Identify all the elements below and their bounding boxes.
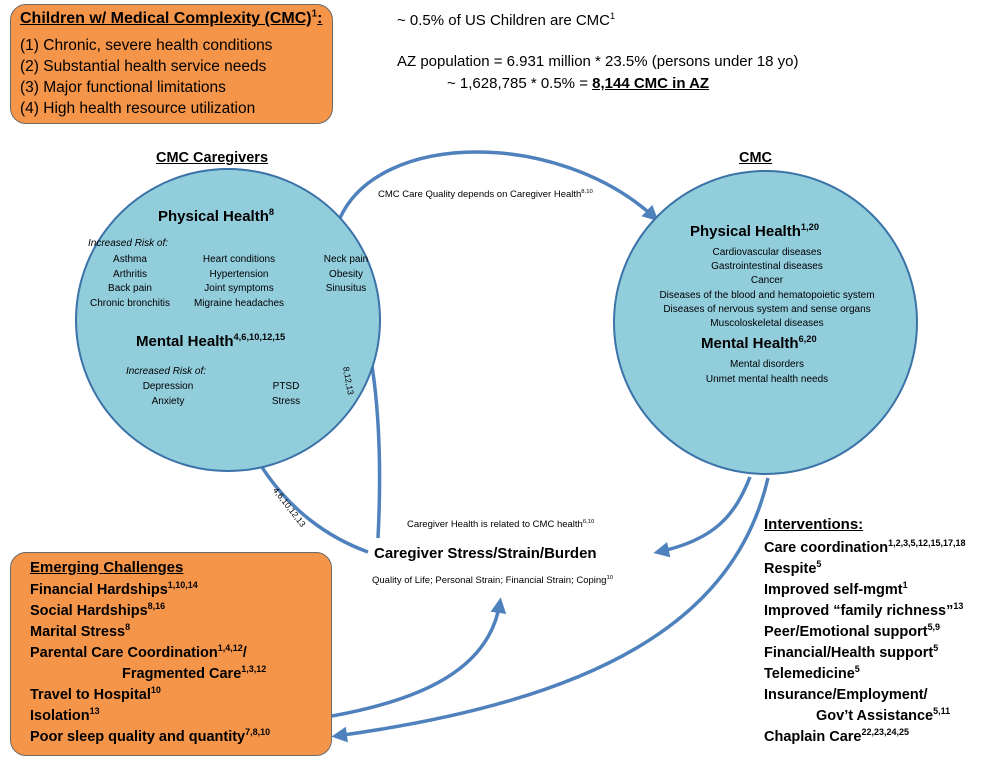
intervention-item: Peer/Emotional support5,9 xyxy=(764,622,941,640)
arrow-challenges-to-stress xyxy=(331,597,507,718)
stat-az-population: AZ population = 6.931 million * 23.5% (p… xyxy=(397,53,799,70)
risk-item: Sinusitus xyxy=(325,283,367,294)
intervention-item: Financial/Health support5 xyxy=(764,643,939,661)
condition-item: Cardiovascular diseases xyxy=(712,247,822,258)
stat-cmc-in-az: ~ 1,628,785 * 0.5% = 8,144 CMC in AZ xyxy=(447,75,710,92)
caregiver-risk-col1: Asthma Arthritis Back pain Chronic bronc… xyxy=(80,253,180,311)
stress-subtitle: Quality of Life; Personal Strain; Financ… xyxy=(372,574,613,586)
cmc-mental-title: Mental Health6,20 xyxy=(701,334,817,352)
cmc-heading: CMC xyxy=(739,150,773,166)
cmc-circle xyxy=(613,170,918,475)
risk-item: Obesity xyxy=(329,268,363,280)
challenge-item: Isolation13 xyxy=(30,706,100,724)
condition-item: Diseases of nervous system and sense org… xyxy=(663,303,871,315)
cmc-physical-title: Physical Health1,20 xyxy=(690,222,819,240)
challenge-item: Social Hardships8,16 xyxy=(30,601,166,619)
caregiver-risk-label: Increased Risk of: xyxy=(88,238,169,249)
challenge-item: Parental Care Coordination1,4,12/ xyxy=(30,643,247,661)
cmc-mental-list: Mental disorders Unmet mental health nee… xyxy=(617,358,917,387)
intervention-item: Chaplain Care22,23,24,25 xyxy=(764,727,909,745)
challenges-box xyxy=(10,552,332,756)
challenge-item: Financial Hardships1,10,14 xyxy=(30,580,198,598)
cmc-physical-list: Cardiovascular diseases Gastrointestinal… xyxy=(617,246,917,331)
arrow-cmc-to-challenges xyxy=(331,477,770,743)
challenge-item: Travel to Hospital10 xyxy=(30,685,161,703)
risk-item: Asthma xyxy=(113,254,147,265)
caregiver-mental-col2: PTSD Stress xyxy=(262,380,310,409)
intervention-item: Improved self-mgmt1 xyxy=(764,580,908,598)
definition-item: (1) Chronic, severe health conditions xyxy=(20,37,273,54)
risk-item: Chronic bronchitis xyxy=(89,297,171,309)
caregiver-mental-col1: Depression Anxiety xyxy=(128,380,208,409)
risk-item: Joint symptoms xyxy=(204,283,274,294)
challenges-title: Emerging Challenges xyxy=(30,559,184,576)
condition-item: Muscoloskeletal diseases xyxy=(710,318,824,330)
stress-title: Caregiver Stress/Strain/Burden xyxy=(374,545,597,562)
caregiver-mental-title: Mental Health4,6,10,12,15 xyxy=(136,332,286,350)
challenge-item: Poor sleep quality and quantity7,8,10 xyxy=(30,727,271,745)
intervention-item: Telemedicine5 xyxy=(764,664,860,682)
risk-item: Neck pain xyxy=(323,254,369,265)
stat-us-children: ~ 0.5% of US Children are CMC1 xyxy=(397,11,616,29)
caregiver-risk-col2: Heart conditions Hypertension Joint symp… xyxy=(186,253,292,311)
quality-label: CMC Care Quality depends on Caregiver He… xyxy=(378,188,593,200)
caregiver-risk-col3: Neck pain Obesity Sinusitus xyxy=(313,253,379,297)
risk-item: Heart conditions xyxy=(202,254,276,265)
risk-item: Stress xyxy=(271,395,301,407)
risk-item: Back pain xyxy=(108,283,152,294)
interventions-title: Interventions: xyxy=(764,516,864,533)
risk-item: Hypertension xyxy=(209,268,269,280)
related-label: Caregiver Health is related to CMC healt… xyxy=(407,518,595,530)
arrow-caregiver-to-cmc xyxy=(338,150,659,222)
condition-item: Diseases of the blood and hematopoietic … xyxy=(659,289,875,301)
intervention-item: Gov’t Assistance5,11 xyxy=(816,706,951,724)
risk-item: Arthritis xyxy=(113,268,147,280)
cmc-definition-list: (1) Chronic, severe health conditions (2… xyxy=(20,35,272,119)
risk-item: Anxiety xyxy=(151,395,185,407)
risk-item: PTSD xyxy=(272,381,300,392)
definition-item: (3) Major functional limitations xyxy=(20,79,226,96)
intervention-item: Improved “family richness”13 xyxy=(764,601,964,619)
arrow-cmc-to-stress xyxy=(653,476,752,558)
challenge-item: Fragmented Care1,3,12 xyxy=(122,664,267,682)
condition-item: Gastrointestinal diseases xyxy=(711,261,823,273)
challenge-item: Marital Stress8 xyxy=(30,622,131,640)
definition-item: (4) High health resource utilization xyxy=(20,100,256,117)
risk-item: Depression xyxy=(142,381,194,392)
condition-item: Mental disorders xyxy=(730,359,804,370)
cmc-definition-title: Children w/ Medical Complexity (CMC)1: xyxy=(20,8,323,27)
intervention-item: Care coordination1,2,3,5,12,15,17,18 xyxy=(764,538,966,556)
definition-item: (2) Substantial health service needs xyxy=(20,58,267,75)
challenges-list: Financial Hardships1,10,14 Social Hardsh… xyxy=(30,580,270,748)
interventions-list: Care coordination1,2,3,5,12,15,17,18 Res… xyxy=(764,538,966,748)
caregiver-physical-title: Physical Health8 xyxy=(158,207,275,225)
caregivers-heading: CMC Caregivers xyxy=(156,150,269,166)
condition-item: Cancer xyxy=(750,275,784,287)
condition-item: Unmet mental health needs xyxy=(705,373,829,385)
caregivers-circle xyxy=(75,168,381,472)
intervention-item: Respite5 xyxy=(764,559,822,577)
caregiver-mental-risk-label: Increased Risk of: xyxy=(126,366,207,377)
intervention-item: Insurance/Employment/ xyxy=(764,687,928,703)
risk-item: Migraine headaches xyxy=(193,297,285,309)
cmc-definition-box xyxy=(10,4,333,124)
